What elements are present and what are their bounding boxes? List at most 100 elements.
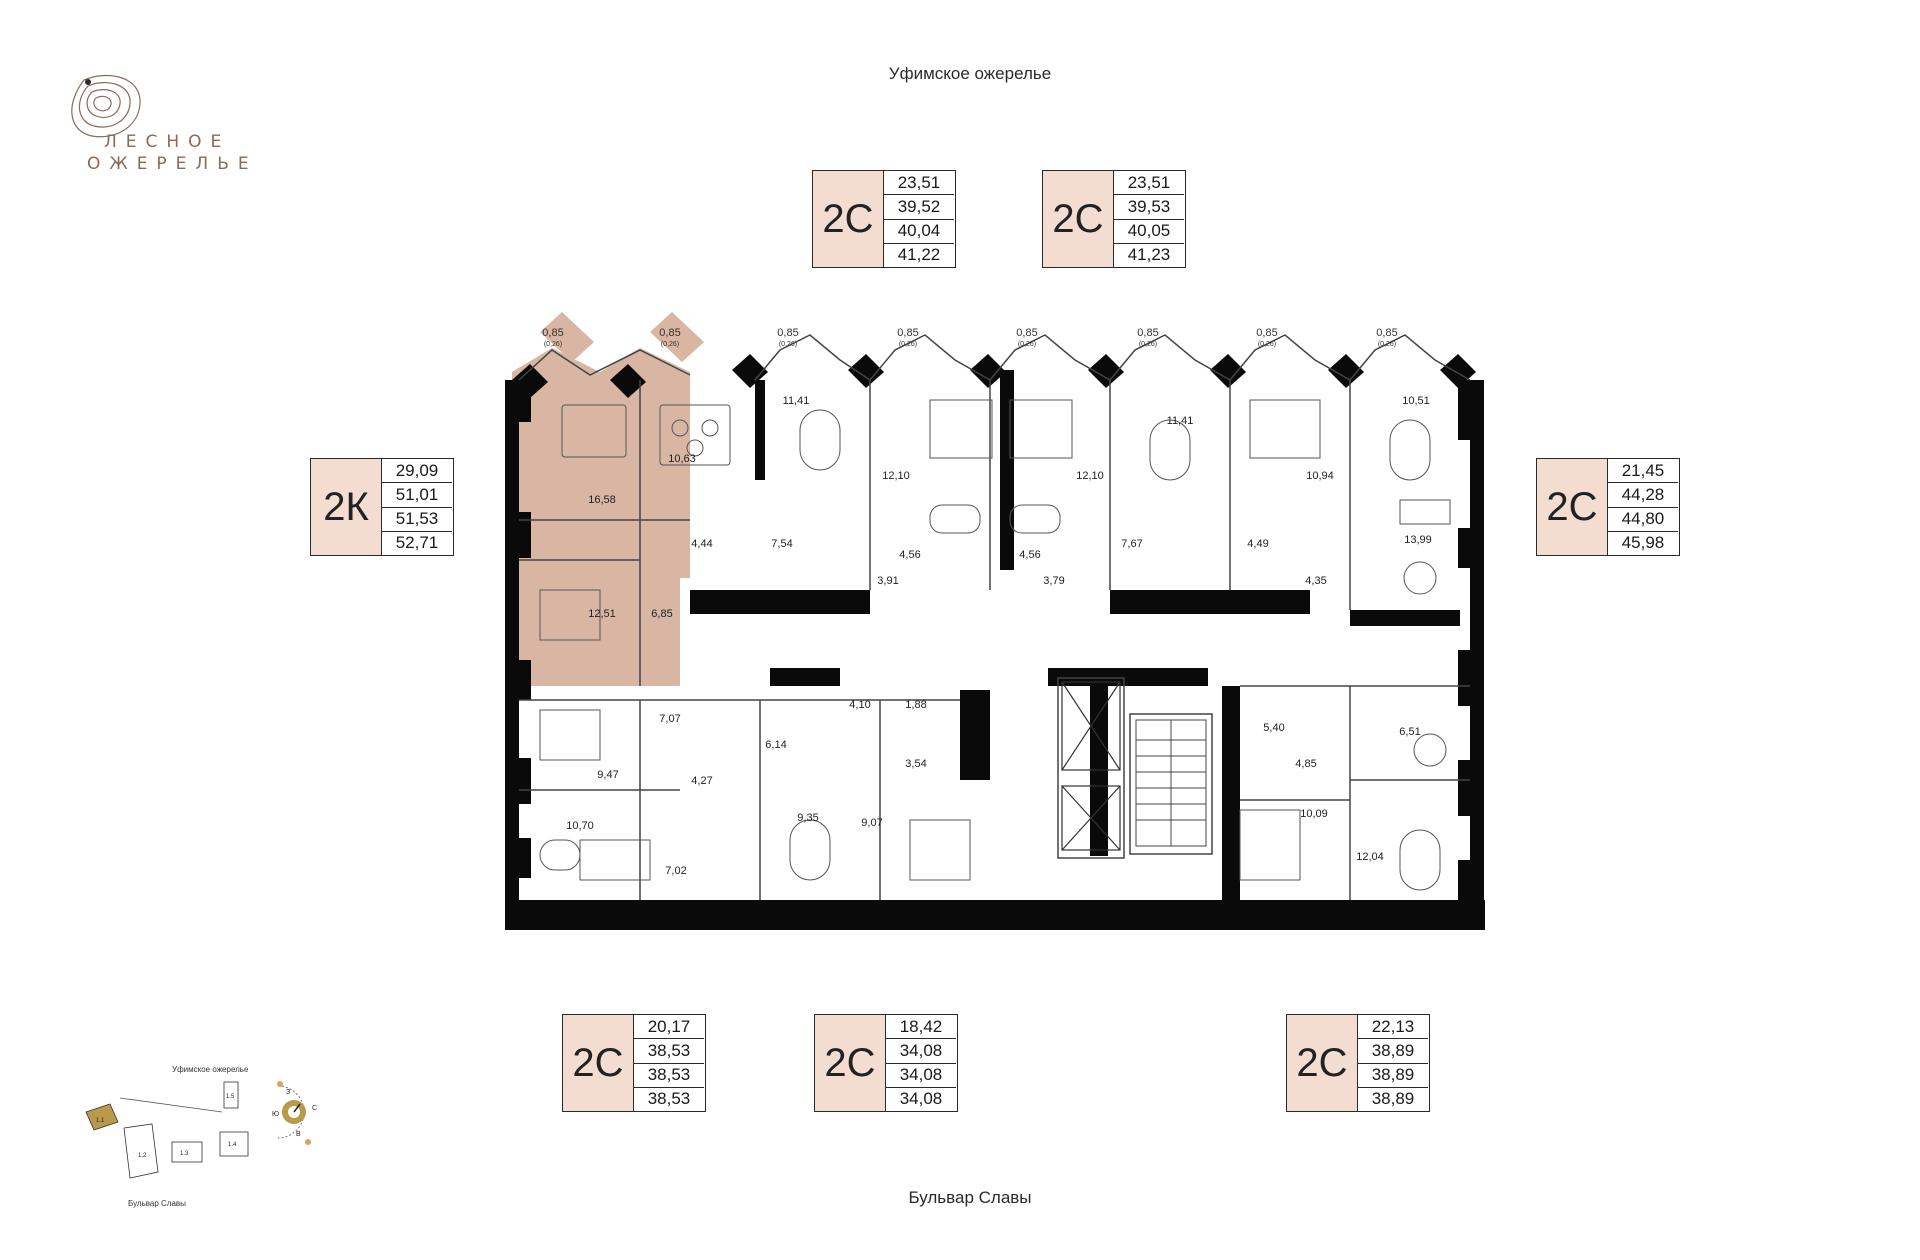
balcony-area: 0,85 [1016, 327, 1037, 339]
room-area: 10,63 [668, 453, 696, 465]
room-area: 9,07 [861, 817, 882, 829]
minimap-section-label: 1.4 [228, 1142, 237, 1148]
unit-area-total: 38,89 [1358, 1039, 1428, 1064]
room-area: 6,85 [651, 608, 672, 620]
room-area: 7,02 [665, 865, 686, 877]
unit-card-top-right[interactable]: 2С 23,51 39,53 40,05 41,23 [1042, 170, 1186, 268]
balcony-labels: 0,85 (0,26) 0,85 (0,26) 0,85 (0,26) 0,85… [542, 327, 1397, 348]
minimap-section-1-2 [123, 1123, 159, 1179]
unit-area-total: 51,01 [382, 483, 452, 508]
unit-area-total: 39,52 [884, 195, 954, 220]
minimap-section-1-1 [85, 1103, 119, 1131]
unit-card-right[interactable]: 2С 21,45 44,28 44,80 45,98 [1536, 458, 1680, 556]
unit-card-left[interactable]: 2К 29,09 51,01 51,53 52,71 [310, 458, 454, 556]
room-area: 11,41 [783, 395, 810, 407]
minimap-diagram: Уфимское ожерелье Бульвар Славы 1.1 1.2 … [85, 1065, 317, 1208]
unit-card-bottom-mid[interactable]: 2С 18,42 34,08 34,08 34,08 [814, 1014, 958, 1112]
minimap-section-label: 1.3 [180, 1151, 189, 1157]
room-area: 4,35 [1305, 575, 1326, 587]
logo-contour-icon [71, 74, 141, 138]
brand-logo: ЛЕСНОЕ ОЖЕРЕЛЬЕ [62, 66, 312, 176]
balcony-area: 0,85 [1137, 327, 1158, 339]
street-bottom-label: Бульвар Славы [908, 1188, 1032, 1207]
unit-area-living: 22,13 [1358, 1015, 1428, 1040]
unit-type: 2С [813, 171, 884, 267]
room-area: 4,49 [1247, 538, 1268, 550]
compass-icon: З Ю С В [272, 1081, 317, 1145]
room-area: 1,88 [905, 699, 926, 711]
minimap-section-1-3 [171, 1141, 203, 1163]
site-minimap: Уфимское ожерелье Бульвар Славы 1.1 1.2 … [72, 1060, 342, 1220]
room-area: 10,94 [1306, 470, 1334, 482]
unit-type: 2С [1043, 171, 1114, 267]
unit-area-total: 38,53 [634, 1039, 704, 1064]
room-area: 13,99 [1404, 534, 1432, 546]
balcony-area: 0,85 [897, 327, 918, 339]
room-area: 4,44 [691, 538, 712, 550]
unit-type: 2С [1287, 1015, 1358, 1111]
interior-walls [518, 334, 1471, 900]
room-area: 6,51 [1399, 726, 1420, 738]
unit-type: 2С [1537, 459, 1608, 555]
compass-south: Ю [272, 1111, 279, 1118]
highlighted-apartment[interactable] [512, 348, 690, 686]
minimap-street-bottom: Бульвар Славы [128, 1199, 186, 1208]
balcony-highlight-1 [540, 312, 594, 362]
balcony-area: 0,85 [542, 327, 563, 339]
unit-area-total: 44,28 [1608, 483, 1678, 508]
room-area: 12,51 [588, 608, 616, 620]
unit-area-full: 34,08 [899, 1089, 943, 1109]
balcony-area: 0,85 [1256, 327, 1277, 339]
room-area: 4,56 [899, 549, 920, 561]
elevator-shafts [1061, 681, 1121, 851]
room-area: 12,10 [882, 470, 910, 482]
unit-area-living: 23,51 [1114, 171, 1184, 196]
balcony-area: 0,85 [1376, 327, 1397, 339]
room-labels: 16,58 10,63 4,44 12,51 6,85 11,41 7,54 3… [566, 395, 1432, 877]
room-area: 9,47 [597, 769, 618, 781]
unit-area-living: 18,42 [886, 1015, 956, 1040]
room-area: 10,09 [1300, 808, 1328, 820]
balcony-reduced: (0,26) [544, 341, 562, 348]
unit-area-total: 34,08 [886, 1039, 956, 1064]
minimap-section-1-5 [223, 1081, 239, 1109]
unit-type: 2С [563, 1015, 634, 1111]
balcony-reduced: (0,26) [661, 341, 679, 348]
compass-north: С [312, 1105, 317, 1112]
room-area: 7,67 [1121, 538, 1142, 550]
minimap-section-label: 1.1 [96, 1118, 105, 1124]
unit-area-with-balcony: 40,04 [884, 220, 954, 244]
room-area: 12,04 [1356, 851, 1384, 863]
unit-card-top-left[interactable]: 2С 23,51 39,52 40,04 41,22 [812, 170, 956, 268]
unit-area-living: 20,17 [634, 1015, 704, 1040]
unit-area-living: 23,51 [884, 171, 954, 196]
room-area: 10,51 [1402, 395, 1430, 407]
room-area: 6,14 [765, 739, 786, 751]
unit-card-bottom-left[interactable]: 2С 20,17 38,53 38,53 38,53 [562, 1014, 706, 1112]
unit-card-bottom-right[interactable]: 2С 22,13 38,89 38,89 38,89 [1286, 1014, 1430, 1112]
balcony-area: 0,85 [659, 327, 680, 339]
room-area: 4,27 [691, 775, 712, 787]
room-area: 7,54 [771, 538, 792, 550]
unit-area-total: 39,53 [1114, 195, 1184, 220]
unit-area-full: 38,89 [1371, 1089, 1415, 1109]
room-area: 4,56 [1019, 549, 1040, 561]
room-area: 10,70 [566, 820, 594, 832]
unit-area-full: 52,71 [395, 533, 439, 553]
room-area: 4,85 [1295, 758, 1316, 770]
room-area: 5,40 [1263, 722, 1284, 734]
room-area: 4,10 [849, 699, 870, 711]
brand-line-2: ОЖЕРЕЛЬЕ [87, 154, 258, 174]
room-area: 7,07 [659, 713, 680, 725]
balcony-area: 0,85 [777, 327, 798, 339]
unit-area-living: 21,45 [1608, 459, 1678, 484]
unit-area-full: 41,23 [1127, 245, 1171, 265]
minimap-section-label: 1.5 [226, 1094, 235, 1100]
balcony-reduced: (0,26) [899, 341, 917, 348]
unit-area-full: 41,22 [897, 245, 941, 265]
unit-type: 2К [311, 459, 382, 555]
unit-area-with-balcony: 44,80 [1608, 508, 1678, 532]
room-area: 9,35 [797, 812, 818, 824]
balcony-reduced: (0,26) [1378, 341, 1396, 348]
